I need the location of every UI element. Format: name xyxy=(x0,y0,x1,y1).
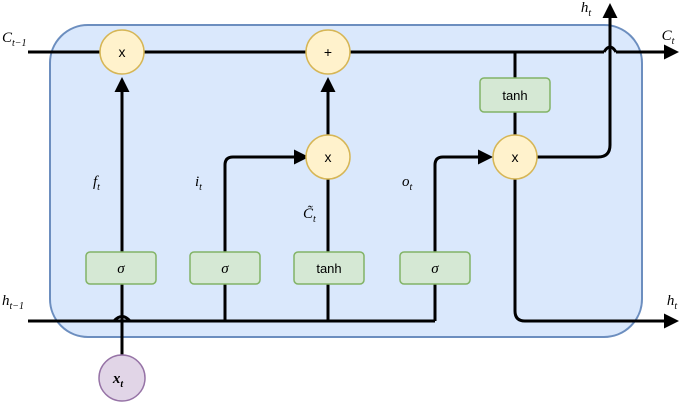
input-gate-wire xyxy=(223,149,309,321)
candidate-tanh-gate xyxy=(293,251,365,285)
forget-sigma-label: σ xyxy=(117,261,125,277)
forget-multiply-symbol: x xyxy=(119,44,126,60)
ht-right-wire xyxy=(513,178,679,329)
output-sigma-gate xyxy=(399,251,471,285)
forget-sigma-gate xyxy=(85,251,157,285)
h-top-label: ht xyxy=(581,0,592,19)
output-gate-label: ot xyxy=(402,174,413,193)
h-prev-label: ht−1 xyxy=(2,293,24,312)
h-right-label: ht xyxy=(667,293,678,312)
lstm-cell-background xyxy=(49,24,643,338)
output-sigma-label: σ xyxy=(431,261,439,277)
cell-add-op xyxy=(305,29,351,75)
output-gate-wire xyxy=(433,149,493,321)
input-gate-label: it xyxy=(195,174,202,193)
input-multiply-op xyxy=(305,134,351,180)
output-multiply-symbol: x xyxy=(512,149,519,165)
cell-add-symbol: + xyxy=(324,44,332,60)
cell-tanh-gate xyxy=(479,77,551,113)
input-multiply-symbol: x xyxy=(325,149,332,165)
candidate-tanh-label: tanh xyxy=(316,261,341,276)
c-out-label: Ct xyxy=(662,28,675,47)
input-sigma-label: σ xyxy=(221,261,229,277)
ht-top-wire xyxy=(537,3,618,159)
x-input-label: xt xyxy=(112,371,125,390)
forget-gate-label: ft xyxy=(93,174,100,193)
input-sigma-gate xyxy=(189,251,261,285)
candidate-label: C̃t xyxy=(303,205,316,225)
output-multiply-op xyxy=(492,134,538,180)
x-input-node xyxy=(98,354,146,402)
cell-tanh-label: tanh xyxy=(502,88,527,103)
forget-multiply-op xyxy=(99,29,145,75)
c-prev-label: Ct−1 xyxy=(2,30,27,49)
